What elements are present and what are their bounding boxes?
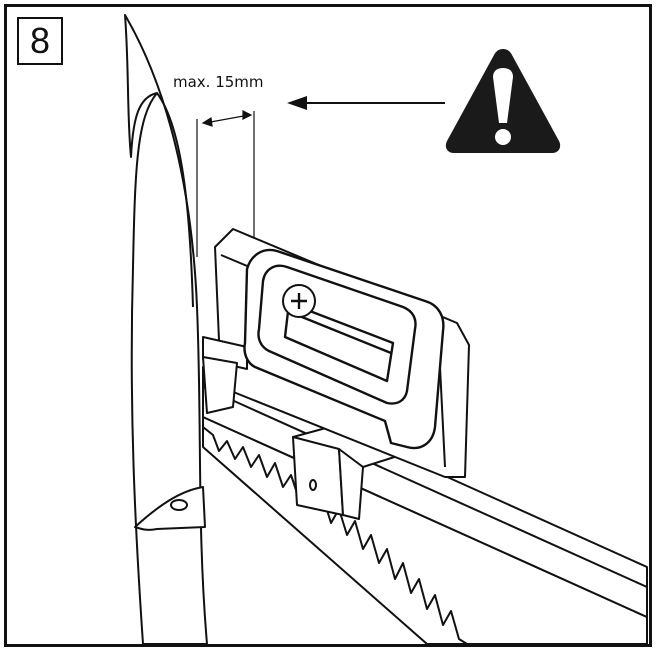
dimension-label: max. 15mm [173, 73, 264, 91]
illustration-frame: 8 max. 15mm [4, 4, 652, 647]
warning-triangle-icon [445, 49, 561, 153]
assembly-illustration [124, 14, 648, 644]
rack-clamp [292, 424, 408, 520]
pointer-arrow [287, 96, 445, 110]
step-number: 8 [17, 17, 63, 65]
gate-post [124, 14, 208, 644]
screw-icon [282, 284, 316, 318]
